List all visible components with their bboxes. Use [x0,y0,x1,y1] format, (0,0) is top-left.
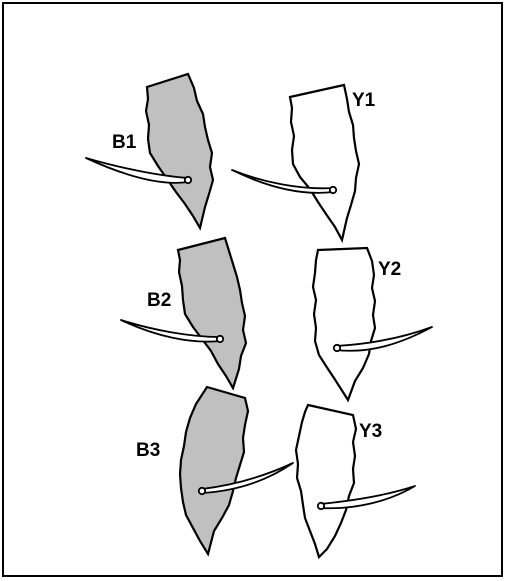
boat-y2-pivot [332,343,342,353]
boat-y2: Y2 [311,246,433,403]
boat-b3-hull [178,385,250,557]
boat-y1-pivot [328,185,338,195]
boat-y2-boom [335,326,433,352]
boat-b2-label: B2 [147,290,171,311]
boat-y3: Y3 [294,403,416,560]
boat-b3: B3 [136,385,294,557]
boat-b3-boom [201,462,294,494]
boat-y1: Y1 [231,83,376,244]
boat-y1-hull [288,83,361,244]
boat-b1: B1 [85,72,215,231]
boat-y2-hull [311,246,377,403]
boat-y1-label: Y1 [352,90,376,111]
boat-y3-boom [319,485,416,510]
boat-y3-hull [294,403,358,560]
boat-b1-label: B1 [112,132,137,153]
boat-b2: B2 [120,236,248,391]
boat-b3-label: B3 [136,440,160,461]
boat-b3-pivot [197,486,207,496]
boat-y3-pivot [316,501,326,511]
boat-b1-hull [144,72,215,231]
boat-b2-pivot [215,334,225,344]
boat-y3-label: Y3 [359,421,382,442]
boat-b2-hull [176,236,248,391]
diagram-frame [2,2,503,577]
boat-b1-pivot [183,175,193,185]
boat-y2-label: Y2 [378,259,401,280]
